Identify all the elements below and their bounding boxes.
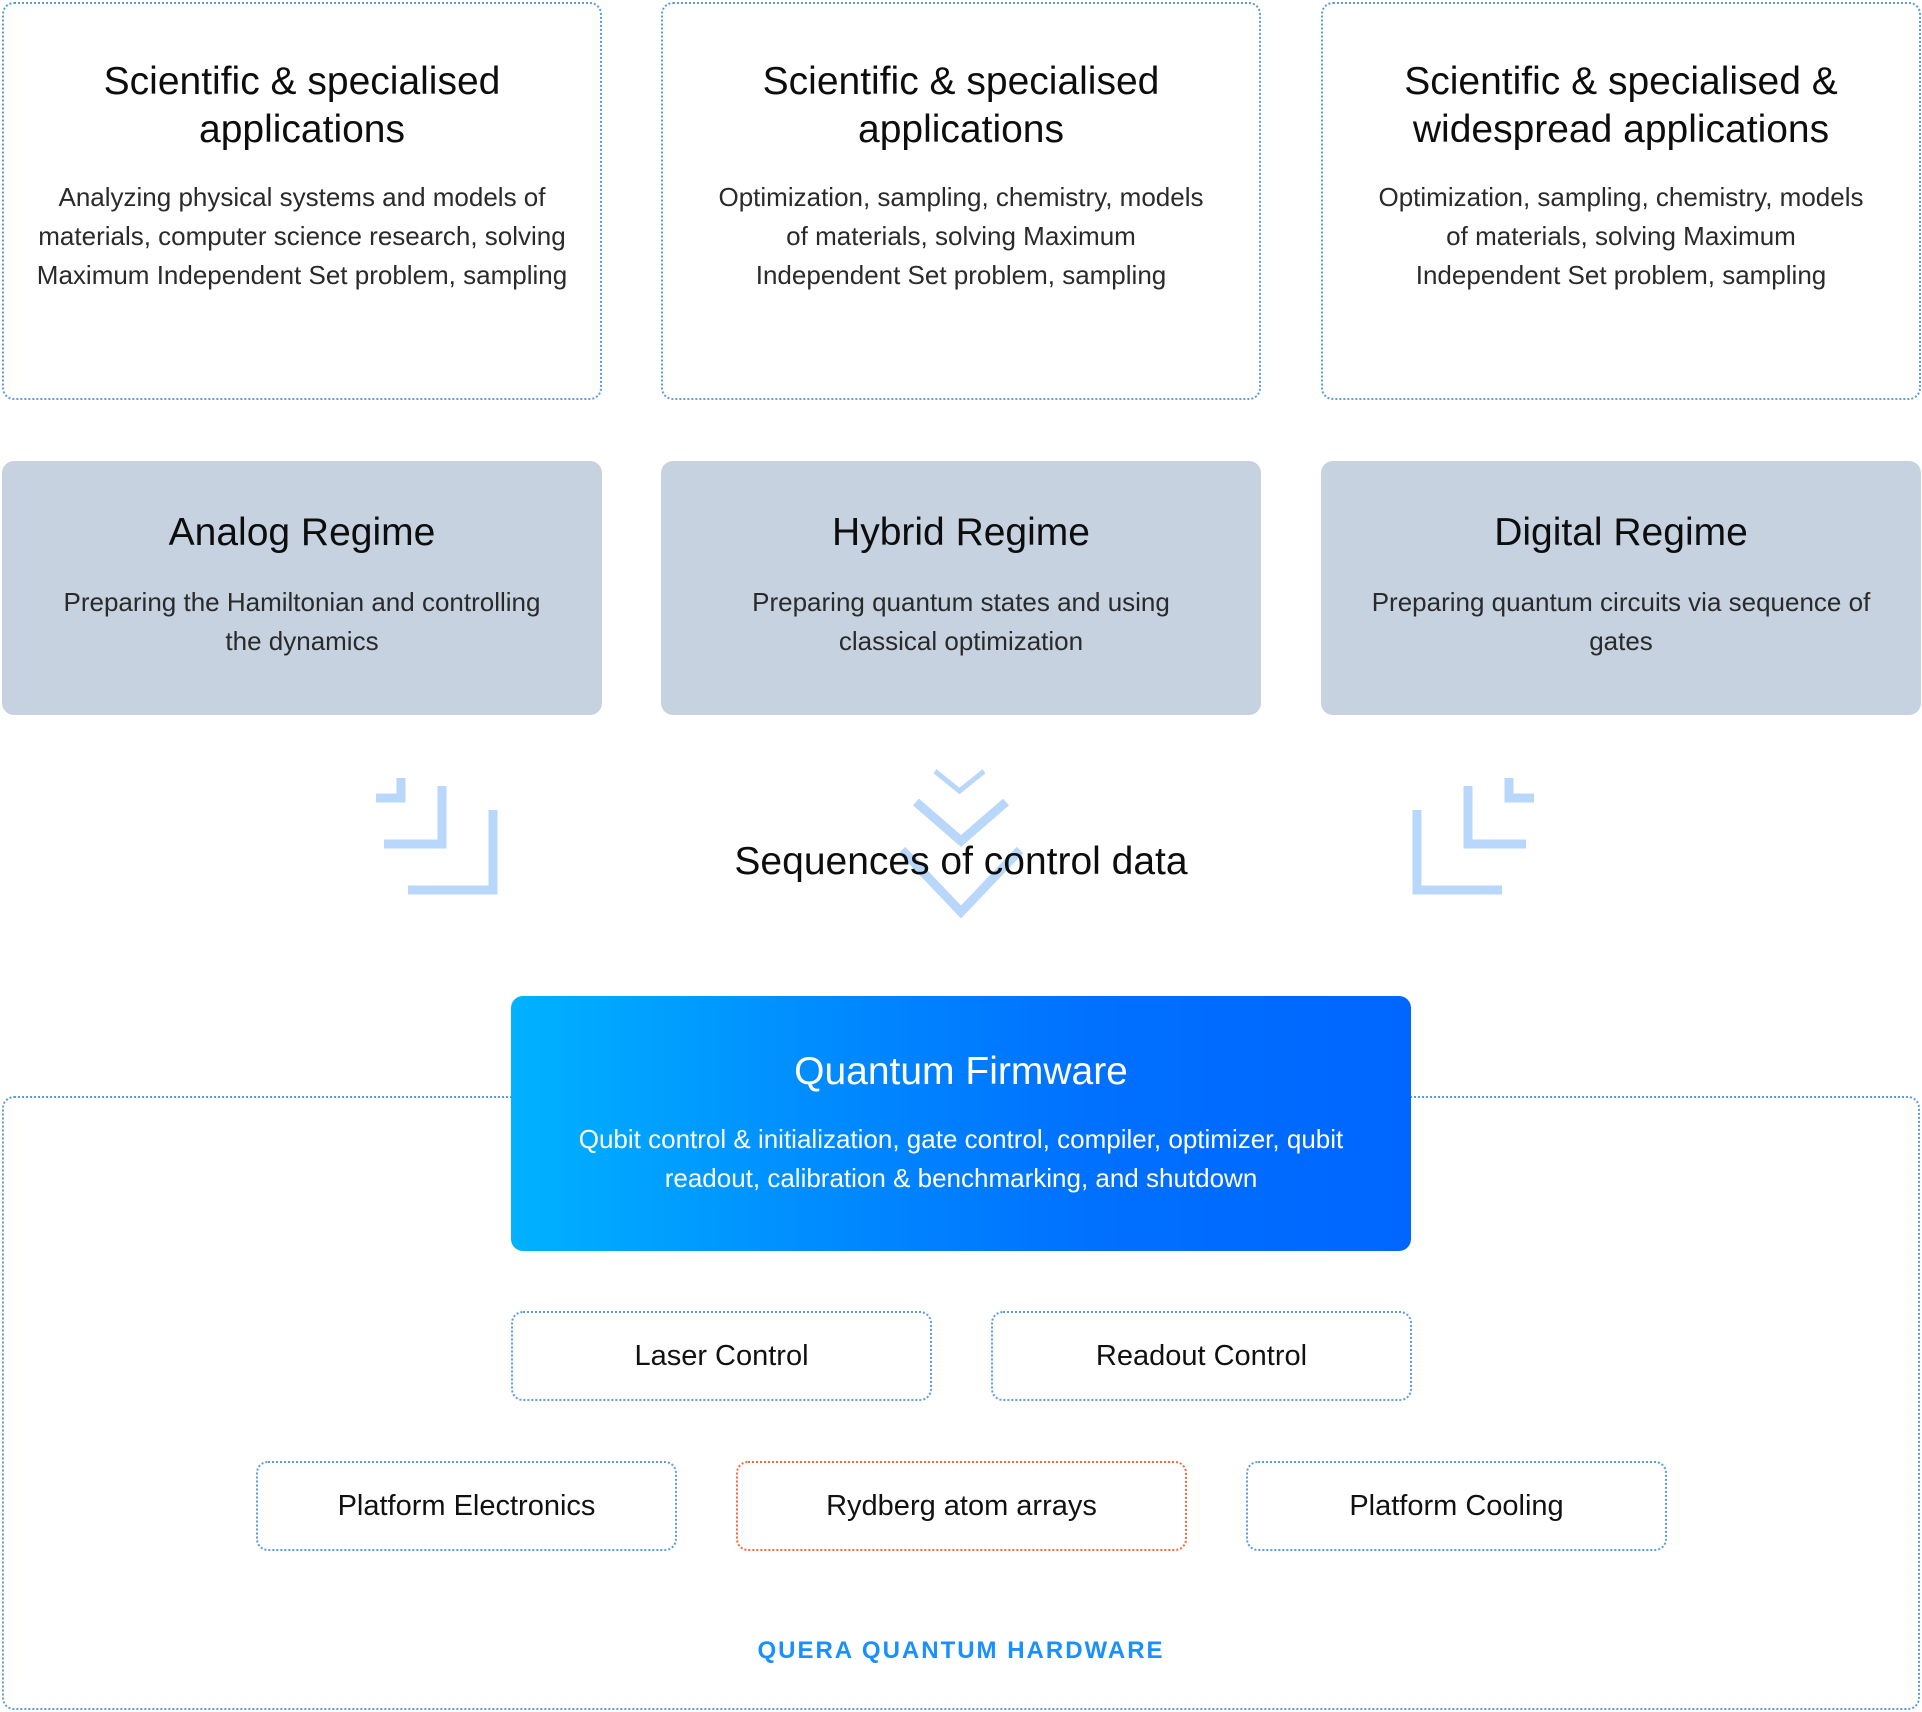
application-title: Scientific & specialised & widespread ap…	[1404, 60, 1838, 151]
platform-electronics-box: Platform Electronics	[256, 1461, 677, 1551]
rydberg-atom-arrays-box: Rydberg atom arrays	[736, 1461, 1187, 1551]
regime-title: Digital Regime	[1494, 511, 1748, 554]
application-title: Scientific & specialised applications	[103, 60, 501, 151]
hardware-label: QUERA QUANTUM HARDWARE	[757, 1637, 1165, 1664]
application-title: Scientific & specialised applications	[762, 60, 1160, 151]
firmware-title: Quantum Firmware	[794, 1050, 1128, 1093]
application-card: Scientific & specialised & widespread ap…	[1321, 2, 1921, 400]
firmware-description: Qubit control & initialization, gate con…	[578, 1124, 1344, 1193]
chevron-down-icon	[898, 768, 1024, 919]
regime-card-analog: Analog Regime Preparing the Hamiltonian …	[2, 461, 602, 715]
application-card: Scientific & specialised applications Op…	[661, 2, 1261, 400]
quantum-firmware-card: Quantum Firmware Qubit control & initial…	[511, 996, 1411, 1251]
regime-title: Hybrid Regime	[832, 511, 1090, 554]
regime-description: Preparing quantum states and using class…	[752, 587, 1170, 656]
application-card: Scientific & specialised applications An…	[2, 2, 602, 400]
readout-control-box: Readout Control	[991, 1311, 1412, 1401]
regime-card-hybrid: Hybrid Regime Preparing quantum states a…	[661, 461, 1261, 715]
application-description: Analyzing physical systems and models of…	[36, 182, 568, 290]
platform-cooling-box: Platform Cooling	[1246, 1461, 1667, 1551]
corner-arrow-icon	[376, 778, 498, 895]
regime-card-digital: Digital Regime Preparing quantum circuit…	[1321, 461, 1921, 715]
corner-arrow-icon	[1412, 778, 1534, 895]
regime-title: Analog Regime	[168, 511, 436, 554]
regime-description: Preparing quantum circuits via sequence …	[1371, 587, 1871, 656]
sequence-label: Sequences of control data	[734, 840, 1188, 883]
regime-description: Preparing the Hamiltonian and controllin…	[63, 587, 541, 656]
application-description: Optimization, sampling, chemistry, model…	[718, 182, 1204, 290]
application-description: Optimization, sampling, chemistry, model…	[1378, 182, 1864, 290]
laser-control-box: Laser Control	[511, 1311, 932, 1401]
